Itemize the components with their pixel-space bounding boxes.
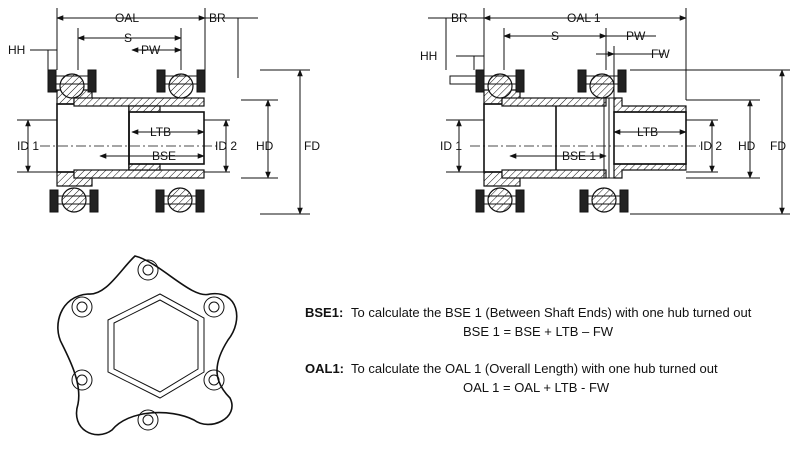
oal1-label: OAL 1 xyxy=(567,11,601,25)
left-hub xyxy=(56,89,205,187)
left-bolt-bottom-left xyxy=(49,187,99,213)
br-label: BR xyxy=(209,11,226,25)
fw-label: FW xyxy=(651,47,670,61)
s-label: S xyxy=(124,31,132,45)
fd-label-right: FD xyxy=(770,139,786,153)
note-oal1-tag: OAL1: xyxy=(305,361,344,376)
ltb-label: LTB xyxy=(150,125,171,139)
right-bolt-top-right xyxy=(577,69,627,99)
s-label-right: S xyxy=(551,29,559,43)
left-bolt-top-right xyxy=(156,69,206,99)
note-oal1-description: To calculate the OAL 1 (Overall Length) … xyxy=(351,361,718,376)
right-bolt-bottom-left xyxy=(475,187,525,213)
pw-label: PW xyxy=(141,43,161,57)
hd-label-right: HD xyxy=(738,139,756,153)
hd-label: HD xyxy=(256,139,274,153)
right-hub-right xyxy=(613,97,687,179)
bse1-label: BSE 1 xyxy=(562,149,596,163)
fd-label: FD xyxy=(304,139,320,153)
hh-label-right: HH xyxy=(420,49,437,63)
left-bolt-top-left xyxy=(47,69,97,99)
note-bse1-formula: BSE 1 = BSE + LTB – FW xyxy=(463,324,614,339)
ltb-label-right: LTB xyxy=(637,125,658,139)
note-oal1: OAL1: To calculate the OAL 1 (Overall Le… xyxy=(305,361,785,401)
note-bse1-description: To calculate the BSE 1 (Between Shaft En… xyxy=(351,305,752,320)
left-bolt-bottom-right xyxy=(155,187,205,213)
br-label-right: BR xyxy=(451,11,468,25)
note-bse1: BSE1: To calculate the BSE 1 (Between Sh… xyxy=(305,305,785,345)
pw-label-right: PW xyxy=(626,29,646,43)
id2-label-right: ID 2 xyxy=(700,139,722,153)
note-bse1-tag: BSE1: xyxy=(305,305,344,320)
bolt-hole-top-right xyxy=(203,296,225,318)
id2-label: ID 2 xyxy=(215,139,237,153)
right-coupling-view: BR OAL 1 HH S PW FW ID 1 BSE 1 LTB ID 2 … xyxy=(420,8,790,215)
hh-label: HH xyxy=(8,43,25,57)
id1-label-right: ID 1 xyxy=(440,139,462,153)
right-hub-left xyxy=(483,89,615,187)
disc-pack-front-view xyxy=(57,255,238,436)
right-bolt-top-left xyxy=(449,69,525,99)
right-bolt-bottom-right xyxy=(579,187,629,213)
bolt-hole-top-left xyxy=(71,296,93,318)
oal-label: OAL xyxy=(115,11,139,25)
bolt-hole-bottom-right xyxy=(203,369,225,391)
bolt-hole-bottom-left xyxy=(71,369,93,391)
bolt-hole-top xyxy=(137,259,159,281)
bse-label: BSE xyxy=(152,149,176,163)
id1-label: ID 1 xyxy=(17,139,39,153)
left-coupling-view: OAL BR HH S PW ID 1 LTB BSE ID 2 HD FD xyxy=(8,8,320,215)
bolt-hole-bottom xyxy=(137,409,159,431)
note-oal1-formula: OAL 1 = OAL + LTB - FW xyxy=(463,380,610,395)
